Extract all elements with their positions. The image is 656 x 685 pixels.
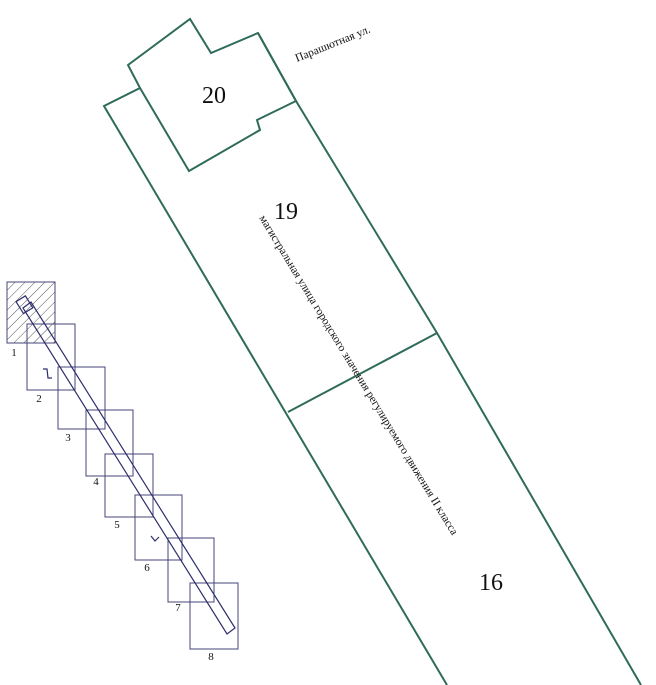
index-sheet-4 [85,409,134,477]
road-corridor [102,32,642,685]
index-sheet-2-label: 2 [36,393,42,405]
parcel-16-label: 16 [479,570,503,596]
index-sheet-1-hatch [7,282,55,343]
index-sheet-7 [167,537,215,603]
index-sheet-1 [6,281,56,344]
main-road-label: магистральная улица городского значения … [256,213,460,537]
road-right-edge [257,32,642,685]
index-sheet-5 [104,453,154,518]
index-sheet-8-label: 8 [208,651,214,663]
index-sheet-grid: 1 2 3 4 5 6 7 8 [6,281,239,663]
index-sheet-6-label: 6 [144,562,150,574]
index-sheet-6 [134,494,183,561]
parachute-street-label: Парашютная ул. [294,24,373,65]
road-strip-notch-1 [43,368,52,379]
parcel-20-label: 20 [202,83,226,109]
parcel-19-label: 19 [274,199,298,225]
parcel-boundary-19-16 [287,332,438,413]
road-strip-head [15,295,34,315]
index-sheet-2 [26,323,76,391]
road-strip-outline [22,301,236,635]
index-sheet-5-label: 5 [114,519,120,531]
road-strip-notch-2 [150,535,160,542]
index-sheet-3-label: 3 [65,432,71,444]
road-left-edge [102,87,448,685]
index-sheet-8 [189,582,239,650]
parcel-20-outline [126,17,298,173]
index-sheet-7-label: 7 [175,602,181,614]
index-sheet-4-label: 4 [93,476,99,488]
index-sheet-3 [57,366,106,430]
index-sheet-1-label: 1 [11,347,17,359]
